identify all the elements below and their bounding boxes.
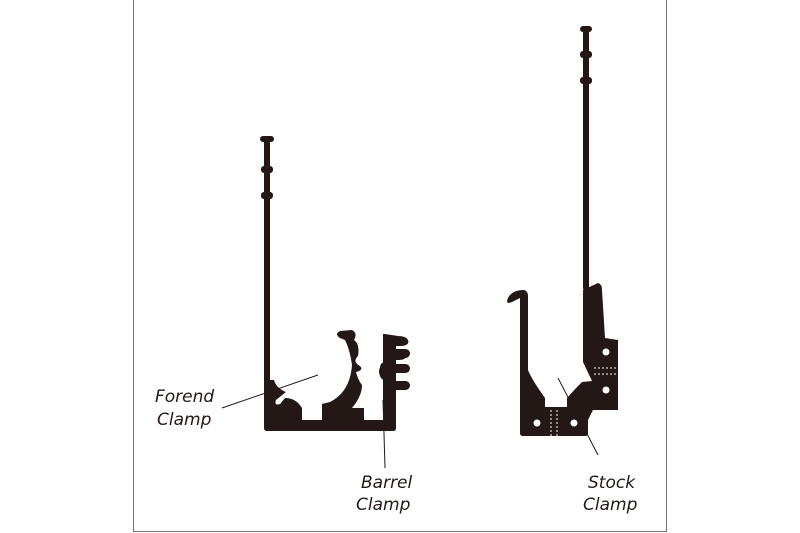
stock-leader-line	[557, 377, 599, 456]
stock-label-line2: Clamp	[583, 495, 638, 515]
forend-label-line2: Clamp	[157, 410, 212, 430]
stock-label-line1: Stock	[588, 473, 636, 493]
barrel-label-line1: Barrel	[361, 473, 413, 493]
dashed-seams	[550, 367, 618, 436]
forend-barrel-clamp-part	[260, 136, 410, 431]
fastener-holes	[533, 348, 610, 427]
barrel-leader-line	[382, 399, 386, 469]
forend-label-line1: Forend	[155, 387, 214, 407]
forend-leader-line	[221, 374, 319, 409]
barrel-label-line2: Clamp	[356, 495, 411, 515]
stock-clamp-part	[507, 26, 618, 436]
diagram-frame	[133, 0, 667, 532]
